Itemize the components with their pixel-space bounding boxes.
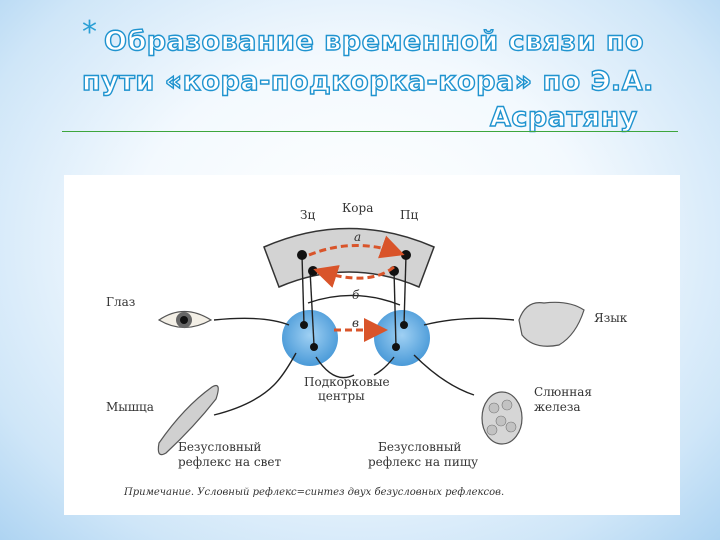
diagram-svg: Кора Зц Пц а б в Глаз Язык Мышца Подкорк… bbox=[64, 175, 680, 515]
tongue-illustration bbox=[519, 302, 584, 346]
label-a: а bbox=[354, 230, 361, 244]
diagram-note: Примечание. Условный рефлекс=синтез двух… bbox=[123, 487, 504, 498]
label-pc: Пц bbox=[400, 208, 418, 222]
title-line-1: Образование временной связи по bbox=[104, 26, 644, 57]
label-subcortical-1: Подкорковые bbox=[304, 375, 390, 389]
label-subcortical-2: центры bbox=[318, 389, 365, 403]
label-muscle: Мышца bbox=[106, 400, 154, 414]
label-eye: Глаз bbox=[106, 295, 135, 309]
reflex-diagram: Кора Зц Пц а б в Глаз Язык Мышца Подкорк… bbox=[64, 175, 680, 515]
title-line-2: пути «кора-подкорка-кора» по Э.А. bbox=[82, 66, 654, 97]
eye-illustration bbox=[159, 312, 211, 329]
title-asterisk: * bbox=[82, 18, 97, 48]
label-gland-1: Слюнная bbox=[534, 385, 592, 399]
title-divider bbox=[62, 131, 678, 132]
left-subcortical-nucleus bbox=[282, 310, 338, 366]
label-b: б bbox=[352, 288, 360, 302]
label-gland-2: железа bbox=[534, 400, 581, 414]
label-reflex-light-1: Безусловный bbox=[178, 440, 261, 454]
label-v: в bbox=[352, 316, 359, 330]
label-reflex-food-1: Безусловный bbox=[378, 440, 461, 454]
right-subcortical-nucleus bbox=[374, 310, 430, 366]
label-reflex-food-2: рефлекс на пищу bbox=[368, 455, 478, 469]
label-zc: Зц bbox=[300, 208, 315, 222]
label-cortex: Кора bbox=[342, 201, 373, 215]
label-reflex-light-2: рефлекс на свет bbox=[178, 455, 281, 469]
salivary-gland-illustration bbox=[482, 392, 522, 444]
label-tongue: Язык bbox=[594, 311, 628, 325]
title-line-3: Асратяну bbox=[490, 102, 638, 133]
